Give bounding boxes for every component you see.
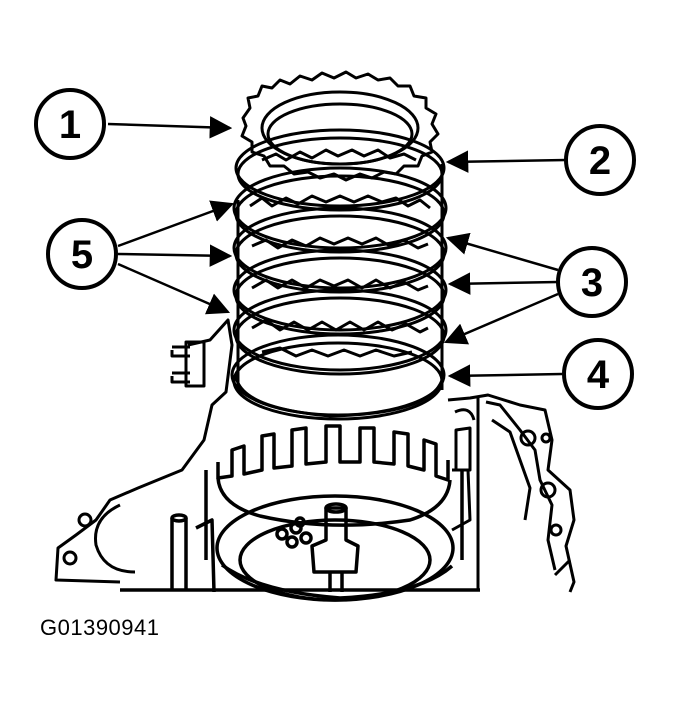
callout-1-label: 1 bbox=[59, 103, 81, 147]
arrow-1 bbox=[107, 116, 233, 139]
callout-5: 5 bbox=[46, 218, 118, 290]
clutch-plate-stack bbox=[230, 70, 448, 421]
callout-3: 3 bbox=[556, 246, 628, 318]
arrow-4 bbox=[447, 364, 563, 387]
callout-1: 1 bbox=[34, 88, 106, 160]
callout-5-label: 5 bbox=[71, 233, 93, 277]
arrow-5b bbox=[117, 244, 233, 267]
arrow-5a bbox=[117, 200, 235, 248]
arrow-3a bbox=[445, 232, 559, 272]
callout-2-label: 2 bbox=[589, 139, 611, 183]
callout-4-label: 4 bbox=[587, 353, 610, 397]
figure-code: G01390941 bbox=[40, 615, 160, 640]
arrow-2 bbox=[445, 150, 567, 173]
arrow-5c bbox=[117, 262, 231, 315]
arrow-3c bbox=[443, 292, 559, 345]
callout-arrows bbox=[107, 116, 567, 387]
callout-3-label: 3 bbox=[581, 261, 603, 305]
callout-4: 4 bbox=[562, 338, 634, 410]
transmission-case bbox=[54, 318, 576, 593]
clutch-drum bbox=[120, 424, 480, 602]
arrow-3b bbox=[447, 272, 559, 295]
callout-2: 2 bbox=[564, 124, 636, 196]
